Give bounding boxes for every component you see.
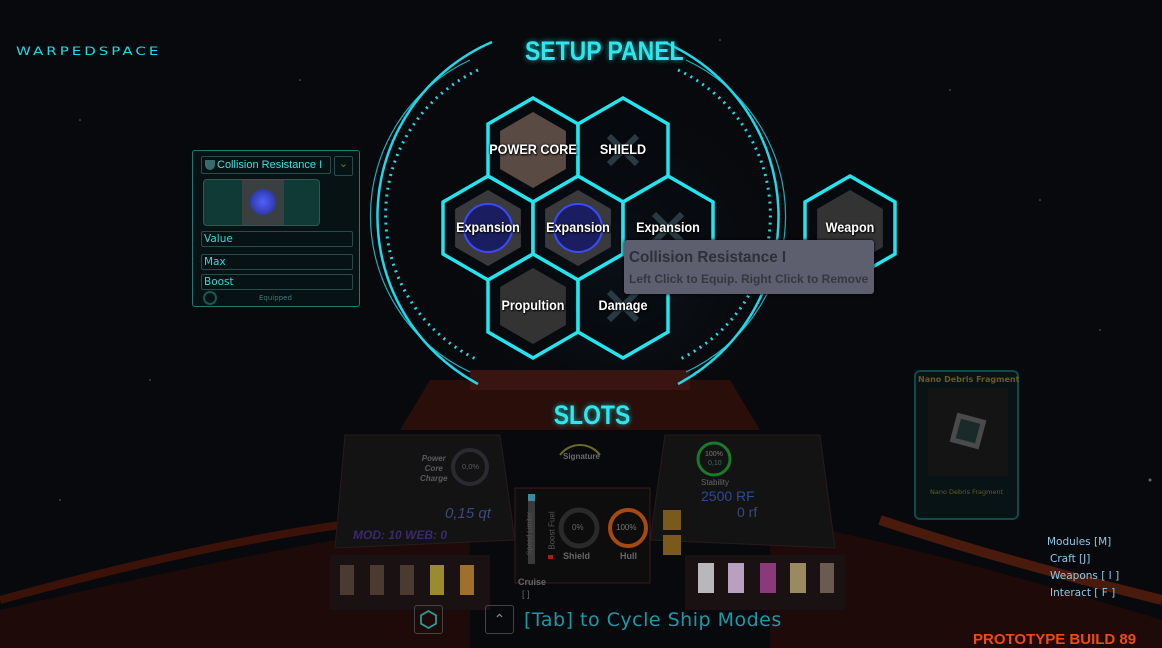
hexagon-icon [420,609,437,630]
speed-limiter-label: Speed Limiter [526,511,534,556]
slot-label: Weapon [825,219,875,235]
slots-title: SLOTS [553,400,631,430]
stability-percent: 100% [705,451,723,458]
propulsion-module-icon [500,268,566,344]
chevron-down-icon[interactable]: ⌄ [334,156,353,176]
quantity-readout: 0,15 qt [445,505,491,522]
stability-gauge [696,441,732,477]
signature-label: Signature [563,452,600,461]
module-select-value: Collision Resistance I [217,159,323,171]
loading-ring-icon [203,291,217,305]
power-core-label: Power [421,454,446,463]
slot-label: Expansion [546,219,610,235]
stability-label: Stability [701,478,730,487]
keybind-weapons[interactable]: Weapons [ I ] [1050,570,1120,582]
power-core-gauge [451,448,489,486]
slot-label: POWER CORE [489,141,577,157]
max-field: Max [201,254,353,270]
shield-icon [205,160,215,170]
cockpit-switches [340,510,834,595]
keybind-modules[interactable]: Modules [M] [1047,536,1112,548]
slot-label: Expansion [636,219,700,235]
expansion-module-icon [242,180,284,225]
cruise-label: Cruise [518,577,547,587]
hull-label: Hull [620,551,637,561]
expansion-orb-icon [463,203,513,253]
rf-current: 0 rf [737,504,758,520]
nano-debris-icon [928,388,1008,476]
cockpit [0,370,1162,648]
keybind-craft[interactable]: Craft [J] [1050,553,1091,565]
rf-total: 2500 RF [701,488,755,504]
build-label: PROTOTYPE BUILD 89 [973,631,1137,648]
slot-label: SHIELD [599,141,647,157]
shield-gauge [558,507,600,549]
shield-percent: 0% [572,523,584,532]
empty-slot-x-icon [606,133,640,167]
module-select[interactable]: Collision Resistance I [201,156,331,174]
equipped-status: Equipped [259,294,292,302]
empty-slot-x-icon [606,289,640,323]
slot-label: Propultion [501,297,565,313]
empty-slot-x-icon [651,211,685,245]
cruise-value: [ ] [522,589,530,599]
power-core-charge: 0,0% [462,462,480,471]
slot-label: Expansion [456,219,520,235]
slot-label: Damage [598,297,648,313]
tooltip-hint: Left Click to Equip. Right Click to Remo… [629,272,869,286]
module-tooltip: Collision Resistance I Left Click to Equ… [624,240,874,294]
setup-panel-title: SETUP PANEL [524,36,684,66]
cycle-modes-hint: [Tab] to Cycle Ship Modes [524,609,782,631]
keybind-interact[interactable]: Interact [ F ] [1050,587,1116,599]
expansion-orb-icon [553,203,603,253]
ship-mode-button[interactable] [414,605,443,634]
module-preview [203,179,320,226]
boost-field: Boost [201,274,353,290]
shield-label: Shield [563,551,591,561]
hull-percent: 100% [616,523,637,532]
pickup-card-caption: Nano Debris Fragment [930,488,1004,496]
keybind-list: Modules [M] Craft [J] Weapons [ I ] Inte… [1047,536,1119,604]
mod-web-readout: MOD: 10 WEB: 0 [353,528,448,542]
setup-ring [369,40,787,386]
value-field: Value [201,231,353,247]
power-core-module-icon [500,112,566,188]
chevron-up-button[interactable]: ⌃ [485,605,514,634]
hull-gauge [608,508,648,548]
module-info-panel: Collision Resistance I ⌄ Value Max Boost… [192,150,360,307]
stability-value: 0,10 [708,460,722,467]
pickup-card[interactable]: Nano Debris Fragment Nano Debris Fragmen… [914,370,1019,520]
chevron-up-icon: ⌃ [493,612,506,628]
pickup-card-title: Nano Debris Fragment [918,375,1020,384]
power-core-label: Core [424,464,443,473]
boost-fuel-label: Boost Fuel [547,511,557,550]
app-logo: WARPEDSPACE [16,44,162,58]
tooltip-title: Collision Resistance I [629,249,787,266]
power-core-label: Charge [420,474,448,483]
